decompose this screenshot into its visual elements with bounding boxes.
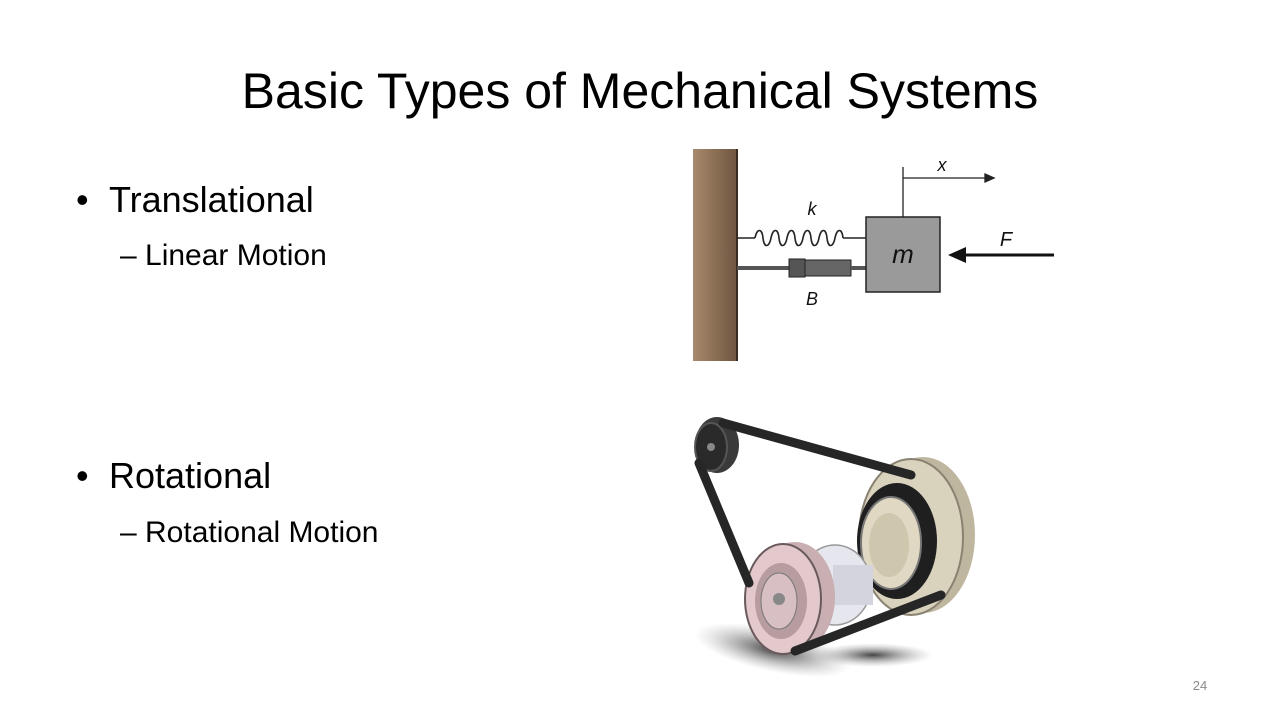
- page-number: 24: [1192, 678, 1208, 693]
- idler-pulley: [694, 417, 739, 473]
- force-arrow: [948, 247, 1054, 263]
- slide-title: Basic Types of Mechanical Systems: [241, 63, 1039, 119]
- spring-label: k: [808, 199, 818, 219]
- drive-belt: [694, 418, 946, 656]
- damper: [737, 258, 867, 278]
- mass-spring-damper-diagram: m k B x F: [693, 149, 1054, 361]
- sub-bullet-linear-motion: – Linear Motion: [120, 239, 327, 272]
- damper-label: B: [806, 289, 818, 309]
- bullet-text: Translational: [109, 179, 314, 220]
- wall: [693, 149, 737, 361]
- mass-block: [865, 216, 941, 293]
- bullet-text: Rotational: [109, 455, 272, 496]
- belt-drive-pulley-image: [694, 417, 975, 678]
- displacement-label: x: [937, 155, 948, 175]
- displacement-arrow: [902, 167, 996, 217]
- spring: [737, 229, 866, 247]
- sub-bullet-rotational-motion: – Rotational Motion: [120, 516, 379, 549]
- large-pulley: [857, 457, 975, 616]
- force-label: F: [1000, 229, 1014, 251]
- drive-pulley: [744, 542, 835, 655]
- bullet-marker: •: [76, 455, 89, 496]
- mass-label: m: [892, 239, 914, 269]
- bullet-marker: •: [76, 179, 89, 220]
